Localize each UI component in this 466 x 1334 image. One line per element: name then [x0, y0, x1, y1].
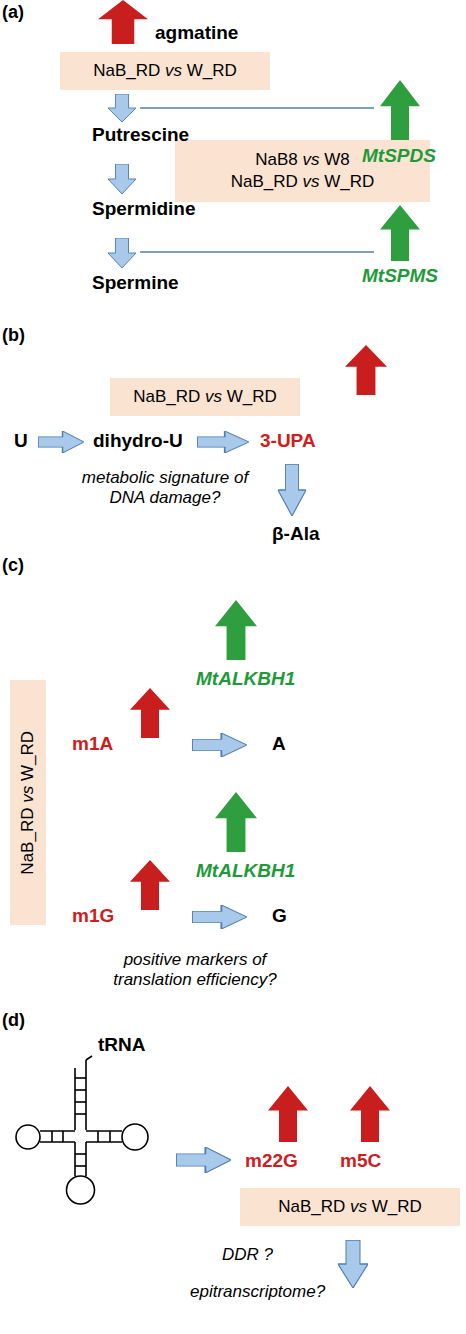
comparison-text: NaB_RD vs W_RD [17, 731, 39, 875]
metabolite-name: Spermine [92, 272, 179, 294]
panel-label: (d) [2, 1010, 25, 1031]
highlighted-metabolite: m1G [72, 905, 114, 927]
comparison-box: NaB_RD vs W_RD [10, 680, 46, 925]
panel-label: (b) [2, 325, 25, 346]
pathway-arrow [38, 431, 84, 453]
annotation-note: positive markers of translation efficien… [85, 950, 305, 989]
metabolite-name: agmatine [155, 22, 238, 44]
leader-line [140, 107, 374, 109]
comparison-text: NaB_RD vs W_RD [133, 386, 277, 408]
highlighted-metabolite: 3-UPA [260, 430, 316, 452]
highlighted-metabolite: m22G [245, 1150, 298, 1172]
metabolite-name: A [272, 733, 286, 755]
increase-arrow [130, 860, 170, 910]
pathway-arrow [192, 905, 247, 929]
comparison-text: NaB_RD vs W_RD [278, 1196, 422, 1218]
upregulation-arrow [380, 205, 420, 261]
highlighted-metabolite: m1A [72, 733, 113, 755]
comparison-box: NaB_RD vs W_RD [110, 378, 300, 416]
gene-name: MtSPDS [362, 145, 436, 167]
metabolite-name: U [14, 430, 28, 452]
gene-name: MtALKBH1 [196, 860, 295, 882]
gene-name: MtSPMS [362, 265, 438, 287]
metabolite-name: β-Ala [272, 523, 320, 545]
comparison-box: NaB_RD vs W_RD [240, 1188, 460, 1226]
increase-arrow [268, 1086, 308, 1142]
upregulation-arrow [215, 792, 257, 852]
highlighted-metabolite: m5C [340, 1150, 381, 1172]
pathway-arrow [108, 94, 136, 122]
annotation-note: DDR ? [222, 1245, 273, 1265]
increase-arrow [130, 688, 170, 738]
pathway-arrow [278, 464, 306, 516]
increase-arrow [345, 345, 387, 395]
panel-label: (a) [2, 2, 24, 23]
panel-label: (c) [2, 555, 24, 576]
metabolite-name: dihydro-U [93, 430, 183, 452]
upregulation-arrow [380, 80, 420, 140]
comparison-box: NaB_RD vs W_RD [60, 52, 270, 90]
annotation-note: epitranscriptome? [190, 1282, 325, 1302]
comparison-text: NaB8 vs W8 [255, 149, 350, 171]
comparison-text: NaB_RD vs W_RD [93, 60, 237, 82]
leader-line [140, 251, 374, 253]
increase-arrow [98, 0, 148, 44]
pathway-arrow [192, 733, 247, 757]
gene-name: MtALKBH1 [196, 668, 295, 690]
pathway-arrow [338, 1240, 368, 1288]
pathway-arrow [197, 431, 249, 453]
annotation-note: metabolic signature of DNA damage? [70, 468, 260, 507]
pathway-arrow [176, 1147, 231, 1173]
metabolite-name: Putrescine [92, 124, 189, 146]
increase-arrow [350, 1086, 390, 1142]
upregulation-arrow [215, 600, 257, 660]
metabolite-name: G [272, 905, 287, 927]
comparison-text: NaB_RD vs W_RD [231, 171, 375, 193]
pathway-arrow [108, 238, 136, 268]
pathway-arrow [108, 164, 136, 194]
metabolite-name: tRNA [98, 1034, 146, 1056]
trna-cloverleaf [16, 1056, 148, 1204]
metabolite-name: Spermidine [92, 198, 195, 220]
